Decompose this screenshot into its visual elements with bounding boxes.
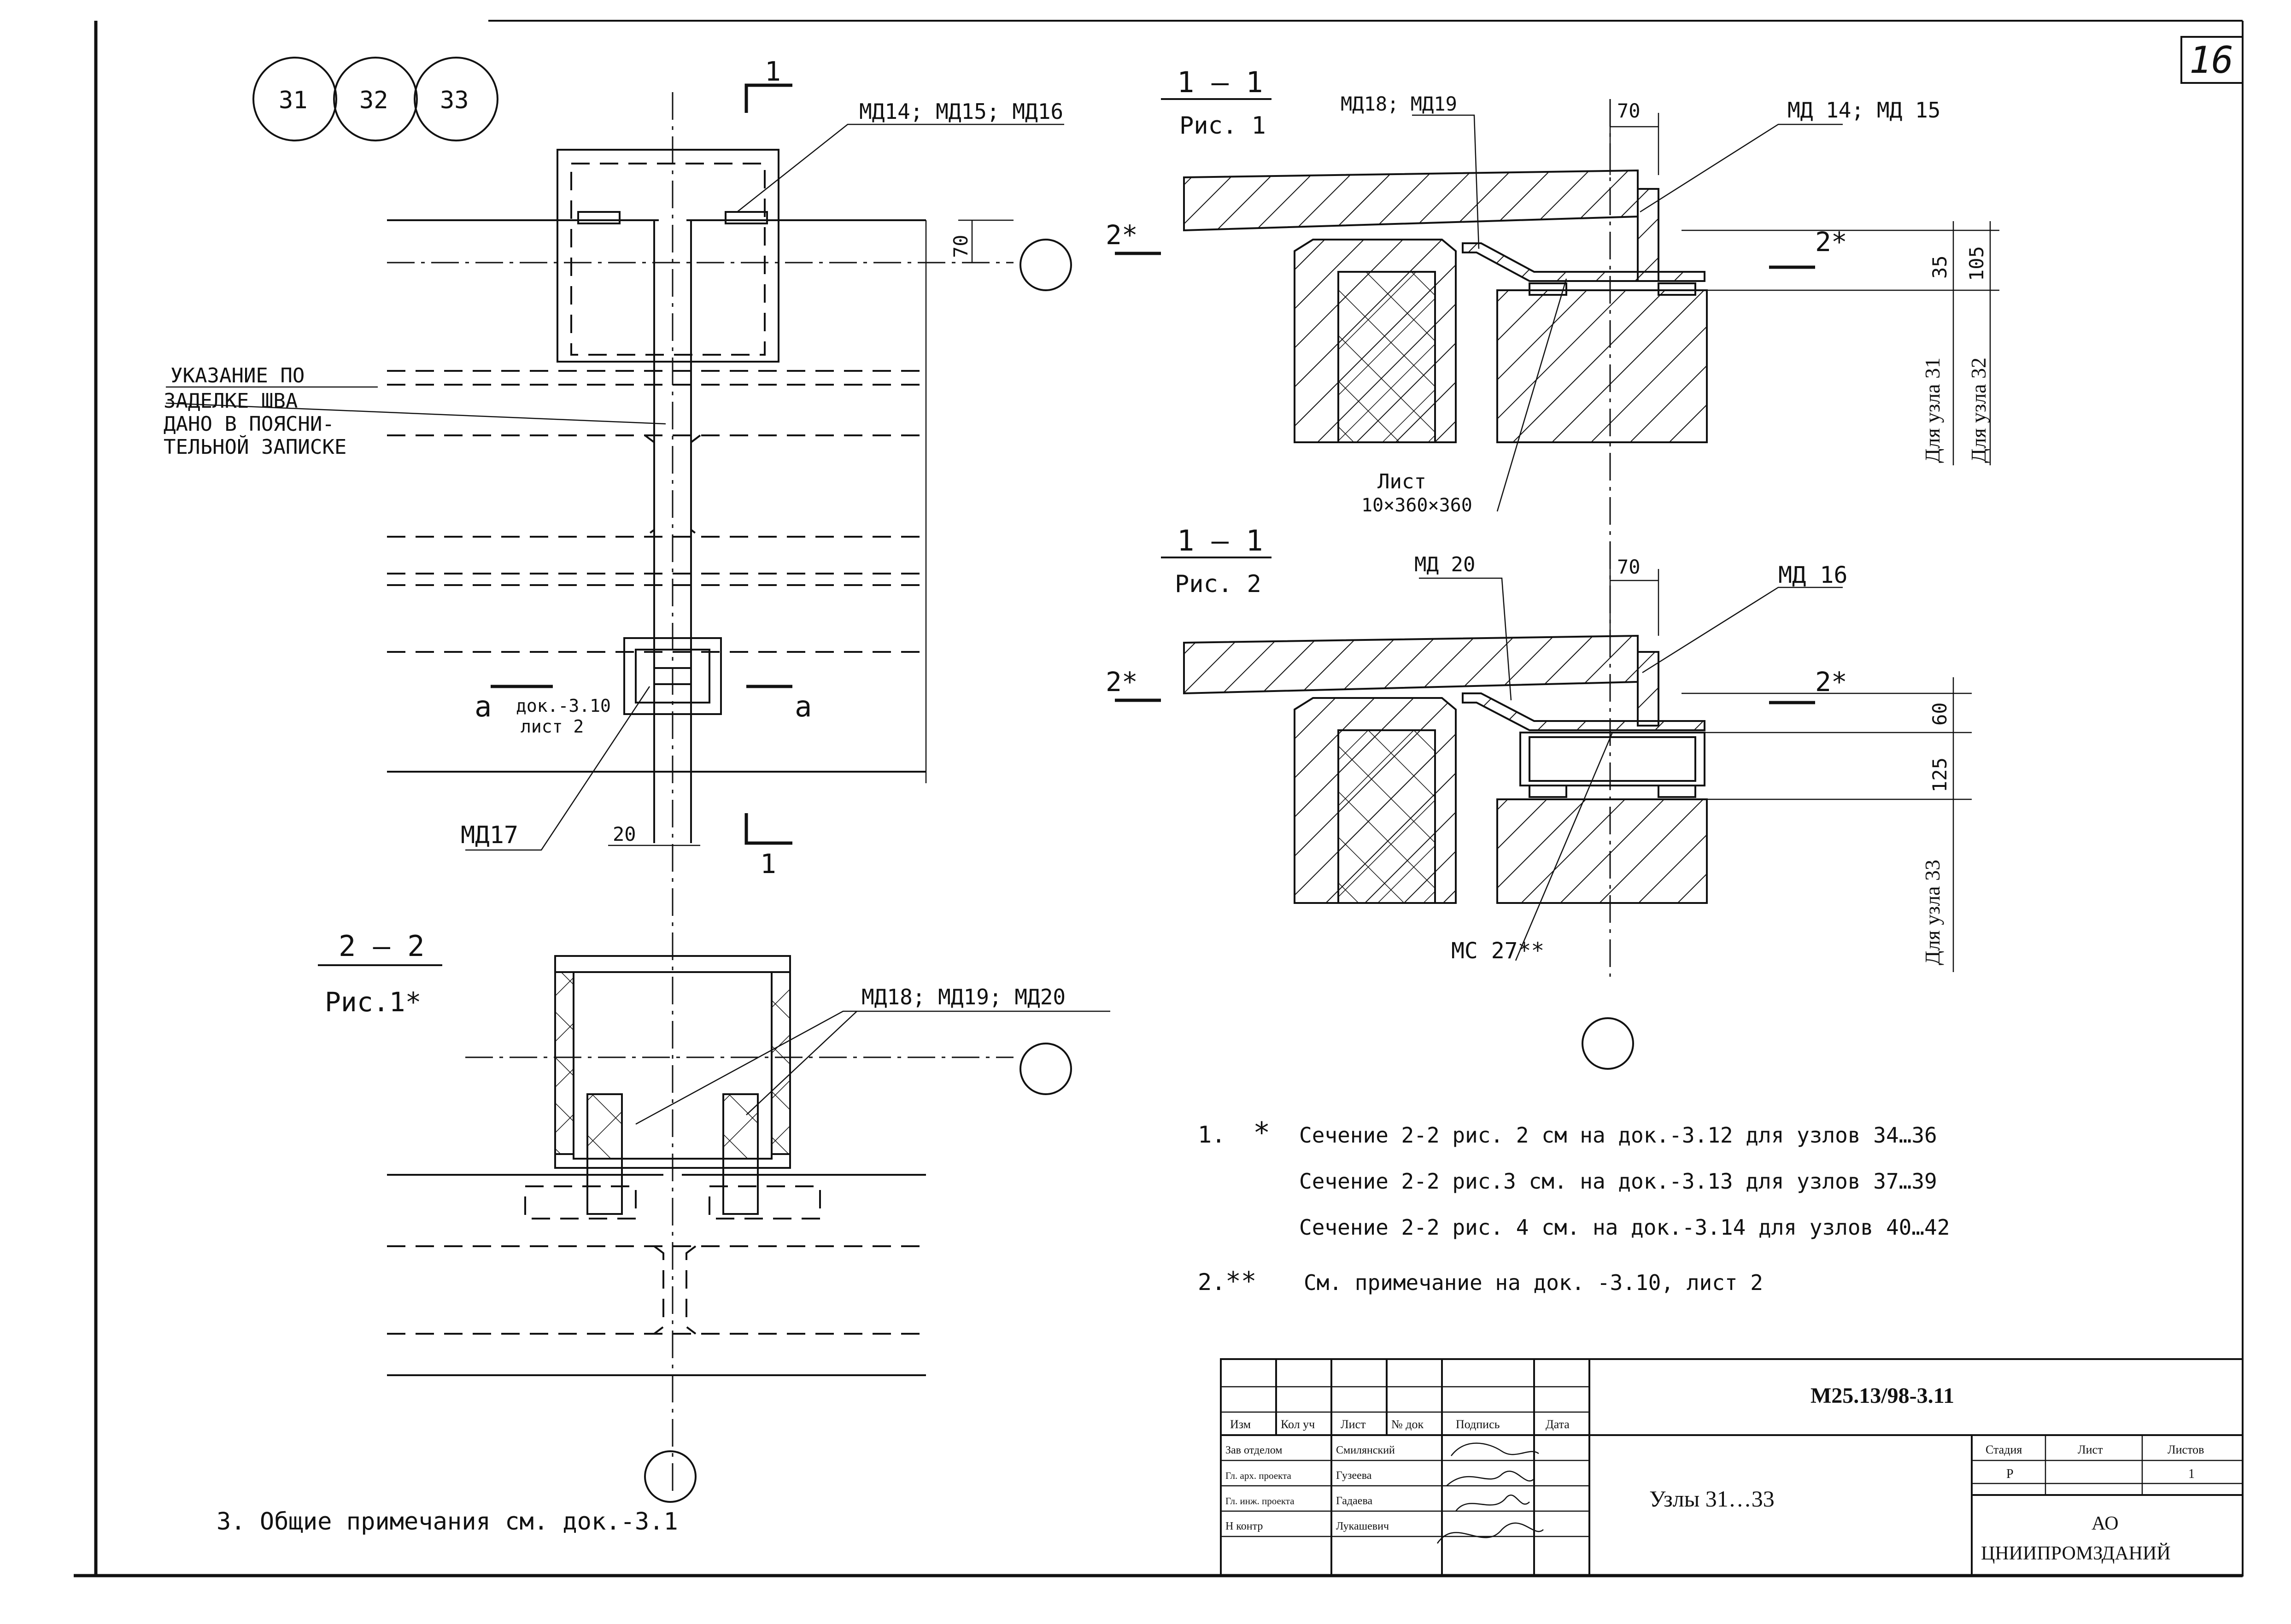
signature-marks: [1436, 1442, 1544, 1544]
plan-callout-top: МД14; МД15; МД16: [859, 99, 1063, 124]
section-22-title: 2 – 2: [339, 929, 425, 963]
plan-dim-20: 20: [613, 823, 636, 845]
plan-section-a-right: а: [795, 690, 812, 723]
plan-callout-md17: МД17: [461, 821, 518, 849]
title-header-ndoc: № док: [1391, 1418, 1424, 1431]
title-header-signature: Подпись: [1456, 1418, 1500, 1431]
title-role-2: Гл. арх. проекта: [1225, 1470, 1292, 1481]
fig2-mark-left: 2*: [1106, 666, 1138, 698]
plan-note-line-3: ДАНО В ПОЯСНИ-: [164, 412, 334, 436]
note-2-text: См. примечание на док. -3.10, лист 2: [1304, 1270, 1763, 1295]
fig2-subtitle: Рис. 2: [1175, 570, 1261, 598]
plan-note-line-1: УКАЗАНИЕ ПО: [170, 364, 305, 387]
fig1-dim-105: 105: [1965, 246, 1988, 281]
fig1-subtitle: Рис. 1: [1179, 112, 1266, 140]
plan-section-mark-bottom: 1: [760, 848, 776, 879]
fig1-label-node31: Для узла 31: [1921, 358, 1944, 463]
fig2-callout-mc: МС 27**: [1451, 938, 1544, 964]
title-org-line-2: ЦНИИПРОМЗДАНИЙ: [1981, 1543, 2171, 1564]
plan-note-line-4: ТЕЛЬНОЙ ЗАПИСКЕ: [164, 434, 346, 459]
section-22-view: [318, 955, 1110, 1503]
title-stage-value: Р: [2006, 1467, 2014, 1481]
title-header-list: Лист: [1341, 1418, 1365, 1431]
plan-dim-70: 70: [949, 235, 972, 258]
fig2-callout-left: МД 20: [1414, 553, 1475, 576]
plan-note: УКАЗАНИЕ ПО ЗАДЕЛКЕ ШВА ДАНО В ПОЯСНИ- Т…: [164, 364, 346, 459]
title-stage-label: Стадия: [1986, 1443, 2022, 1456]
fig1-title: 1 – 1: [1177, 65, 1263, 99]
fig2-mark-right: 2*: [1815, 666, 1847, 698]
fig1-dim-35: 35: [1928, 255, 1951, 279]
title-org-line-1: АО: [2092, 1513, 2119, 1534]
fig1-mark-left: 2*: [1106, 219, 1138, 251]
note-2-number: 2.: [1198, 1269, 1225, 1296]
note-1-text: Сечение 2-2 рис. 2 см на док.-3.12 для у…: [1299, 1123, 1937, 1148]
title-block-doc-code: М25.13/98-3.11: [1811, 1384, 1954, 1408]
fig2-dim-125: 125: [1928, 757, 1951, 792]
title-role-3: Гл. инж. проекта: [1225, 1495, 1295, 1507]
node-circles: [252, 57, 498, 141]
fig2-view: [1115, 557, 1972, 1070]
note-1-star: *: [1253, 1116, 1270, 1149]
fig1-sheet-label-2: 10×360×360: [1361, 495, 1472, 516]
plan-section-mark-top: 1: [765, 56, 781, 87]
node-circle-31: 31: [279, 87, 308, 114]
plan-doc-ref-1: док.-3.10: [516, 696, 611, 716]
fig2-callout-right: МД 16: [1778, 562, 1848, 588]
fig2-dim-70: 70: [1617, 556, 1641, 578]
fig2-title: 1 – 1: [1177, 524, 1263, 557]
title-role-1: Зав отделом: [1225, 1444, 1282, 1456]
section-22-subtitle: Рис.1*: [325, 986, 422, 1018]
title-sheets-value: 1: [2188, 1467, 2195, 1481]
fig1-label-node32: Для узла 32: [1967, 358, 1990, 463]
section-22-callout: МД18; МД19; МД20: [861, 985, 1066, 1009]
title-sheet-label: Лист: [2078, 1443, 2103, 1456]
fig1-callout-left: МД18; МД19: [1341, 93, 1457, 115]
title-header-izm: Изм: [1230, 1418, 1251, 1431]
fig1-callout-right: МД 14; МД 15: [1787, 98, 1940, 123]
note-1-number: 1.: [1198, 1121, 1225, 1148]
node-circle-33: 33: [440, 87, 469, 114]
fig2-dim-60: 60: [1928, 702, 1951, 726]
notes: 1. * Сечение 2-2 рис. 2 см на док.-3.12 …: [1198, 1116, 1950, 1296]
page-number: 16: [2189, 39, 2233, 82]
plan-doc-ref-2: лист 2: [521, 716, 584, 737]
title-name-4: Лукашевич: [1336, 1520, 1389, 1532]
title-name-2: Гузеева: [1336, 1470, 1372, 1482]
title-header-kolich: Кол уч: [1281, 1418, 1315, 1431]
title-header-date: Дата: [1546, 1418, 1570, 1431]
title-sheets-label: Листов: [2168, 1443, 2204, 1456]
plan-view: [165, 83, 1072, 1497]
note-1c-text: Сечение 2-2 рис. 4 см. на док.-3.14 для …: [1299, 1215, 1950, 1240]
title-role-4: Н контр: [1225, 1520, 1263, 1532]
note-1b-text: Сечение 2-2 рис.3 см. на док.-3.13 для у…: [1299, 1169, 1937, 1194]
general-note: 3. Общие примечания см. док.-3.1: [217, 1508, 678, 1536]
fig2-label-node33: Для узла 33: [1921, 860, 1944, 965]
fig1-dim-70: 70: [1617, 100, 1641, 122]
fig1-sheet-label-1: Лист: [1377, 470, 1426, 493]
fig1-mark-right: 2*: [1815, 226, 1847, 258]
title-name-1: Смилянский: [1336, 1444, 1395, 1456]
title-name-3: Гадаева: [1336, 1495, 1372, 1507]
plan-section-a-left: а: [475, 690, 492, 723]
plan-note-line-2: ЗАДЕЛКЕ ШВА: [164, 389, 298, 413]
node-circle-32: 32: [359, 87, 388, 114]
note-2-star: **: [1225, 1266, 1256, 1296]
title-block: [1220, 1358, 2244, 1577]
fig1-view: [1115, 98, 1999, 977]
title-block-title: Узлы 31…33: [1649, 1486, 1775, 1512]
